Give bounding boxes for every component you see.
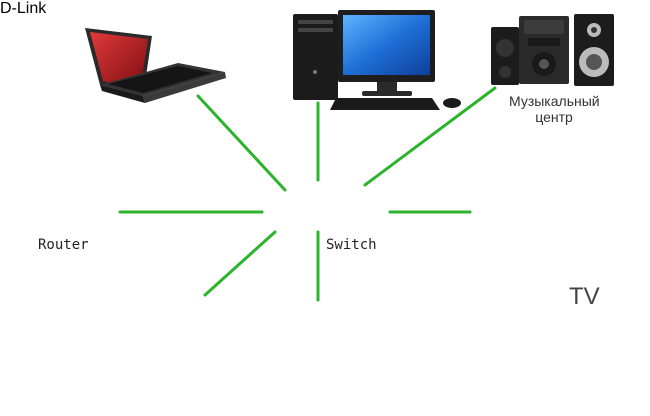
desktop-top-icon: [293, 10, 461, 110]
music-center-label: Музыкальный центр: [509, 93, 600, 125]
link-music-center: [363, 86, 497, 187]
network-links: [118, 86, 497, 302]
switch-icon: D-Link: [0, 0, 46, 17]
music-center-icon: [491, 14, 614, 86]
tv-label: TV: [569, 283, 600, 310]
router-label: Router: [38, 237, 89, 253]
switch-label: Switch: [326, 237, 377, 253]
switch-brand-text: D-Link: [0, 0, 47, 17]
link-laptop: [196, 94, 287, 192]
link-printer: [203, 230, 277, 297]
laptop-icon: [85, 28, 226, 103]
